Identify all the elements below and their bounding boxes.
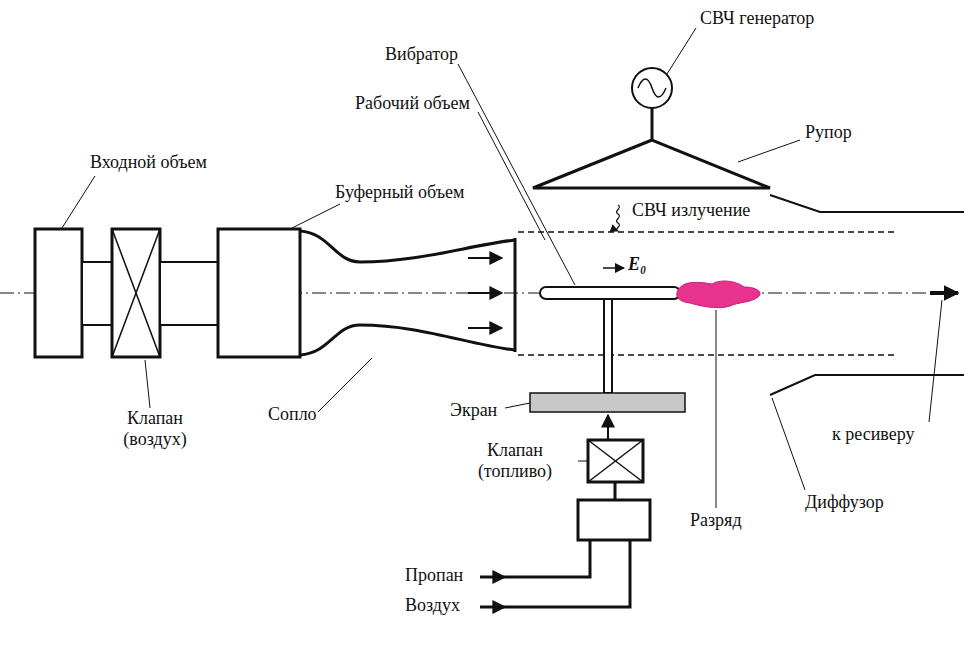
mixer (578, 500, 650, 540)
leader-lines (62, 28, 942, 508)
generator-label: СВЧ генератор (700, 8, 814, 29)
buffer-volume (218, 229, 300, 357)
inlet-label: Воздух (405, 595, 460, 616)
valve-cross (588, 440, 643, 482)
discharge (677, 281, 760, 308)
part-label: Экран (450, 400, 497, 421)
vibrator-rod (540, 287, 680, 299)
part-label: Клапан (воздух) (105, 408, 205, 449)
nozzle-wall (300, 325, 515, 355)
radiation-arrow (617, 205, 620, 231)
valve-cross (112, 229, 160, 357)
working-volume-border (518, 354, 895, 356)
diffuser-wall (770, 375, 964, 395)
field-vector (603, 267, 624, 269)
part-label: Сопло (268, 404, 317, 425)
part-label: Рабочий объем (355, 93, 470, 114)
flow-arrow (468, 327, 502, 329)
part-label: Диффузор (805, 492, 884, 513)
horn (533, 140, 770, 188)
part-label: Клапан (топливо) (450, 440, 580, 481)
fuel-line (607, 415, 609, 440)
screen (530, 393, 685, 412)
air-valve (112, 229, 160, 357)
outflow-arrow (930, 291, 958, 295)
feed-line (651, 108, 654, 140)
field-symbol: E₀ (628, 254, 646, 275)
flow-label: к ресиверу (832, 424, 914, 445)
pipe (160, 262, 218, 325)
fuel-line (614, 482, 617, 500)
air-line (480, 540, 630, 607)
working-volume-border (518, 231, 895, 233)
diffuser-wall (770, 195, 964, 212)
part-label: Разряд (690, 510, 742, 531)
inlet-arrow (482, 606, 505, 608)
fuel-valve (588, 440, 643, 482)
input-volume (35, 229, 82, 357)
propane-line (480, 540, 590, 577)
flow-arrow (468, 292, 502, 294)
vibrator-stem (604, 299, 612, 393)
part-label: Буферный объем (335, 182, 464, 203)
part-label: Входной объем (90, 152, 207, 173)
nozzle-wall (300, 231, 515, 262)
nozzle-exit (514, 238, 517, 352)
part-label: Вибратор (385, 44, 458, 65)
valve-cross (588, 440, 643, 482)
microwave-generator (632, 68, 672, 108)
flow-arrow (468, 257, 502, 259)
inlet-arrow (482, 576, 505, 578)
part-label: Рупор (805, 122, 852, 143)
inlet-label: Пропан (405, 565, 463, 586)
radiation-label: СВЧ излучение (632, 200, 750, 221)
sine-symbol (638, 79, 666, 97)
pipe (82, 262, 112, 325)
valve-cross (112, 229, 160, 357)
